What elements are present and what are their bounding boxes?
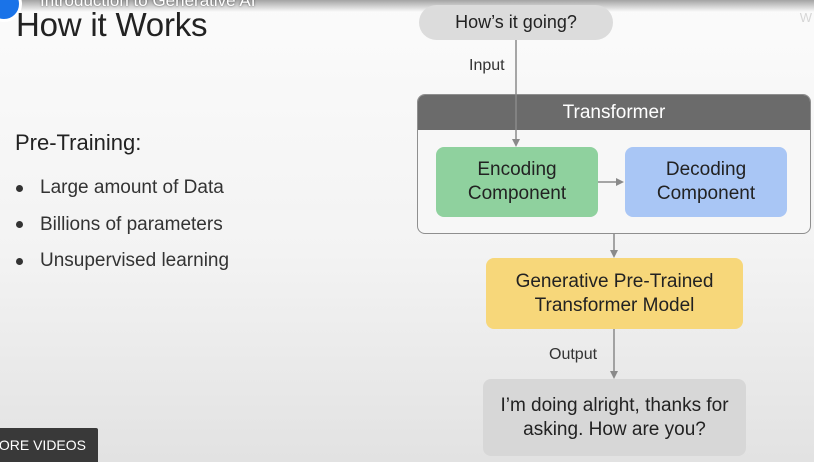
bullet-text: Large amount of Data — [40, 177, 224, 199]
top-gradient-overlay — [0, 0, 814, 12]
bullet-text: Unsupervised learning — [40, 250, 230, 272]
watermark: W — [799, 10, 812, 25]
gpt-model-box: Generative Pre-Trained Transformer Model — [486, 258, 743, 329]
output-label: Output — [549, 346, 598, 363]
video-title[interactable]: Introduction to Generative AI — [40, 0, 256, 10]
bullet-item: Billions of parameters — [14, 207, 229, 244]
decoding-component-label: Decoding Component — [656, 159, 756, 204]
slide-heading: How it Works — [16, 6, 208, 43]
encoding-component-label: Encoding Component — [467, 159, 567, 204]
more-videos-button[interactable]: IORE VIDEOS — [0, 428, 98, 462]
bullet-list: Large amount of Data Billions of paramet… — [14, 170, 229, 280]
gpt-model-label: Generative Pre-Trained Transformer Model — [515, 270, 714, 316]
encoding-component-box: Encoding Component — [436, 147, 598, 217]
bullet-dot-icon — [16, 221, 23, 229]
transformer-header: Transformer — [418, 95, 810, 130]
output-bubble: I’m doing alright, thanks for asking. Ho… — [483, 379, 746, 456]
channel-logo-icon[interactable] — [0, 0, 22, 22]
output-text: I’m doing alright, thanks for asking. Ho… — [500, 394, 729, 440]
input-label: Input — [469, 57, 505, 74]
bullet-text: Billions of parameters — [40, 213, 223, 235]
bullet-item: Unsupervised learning — [14, 243, 229, 280]
bullet-dot-icon — [16, 257, 23, 265]
decoding-component-box: Decoding Component — [625, 147, 787, 217]
bullet-dot-icon — [16, 184, 23, 192]
input-bubble: How’s it going? — [419, 5, 613, 40]
section-title: Pre-Training: — [15, 130, 142, 155]
bullet-item: Large amount of Data — [14, 170, 229, 207]
